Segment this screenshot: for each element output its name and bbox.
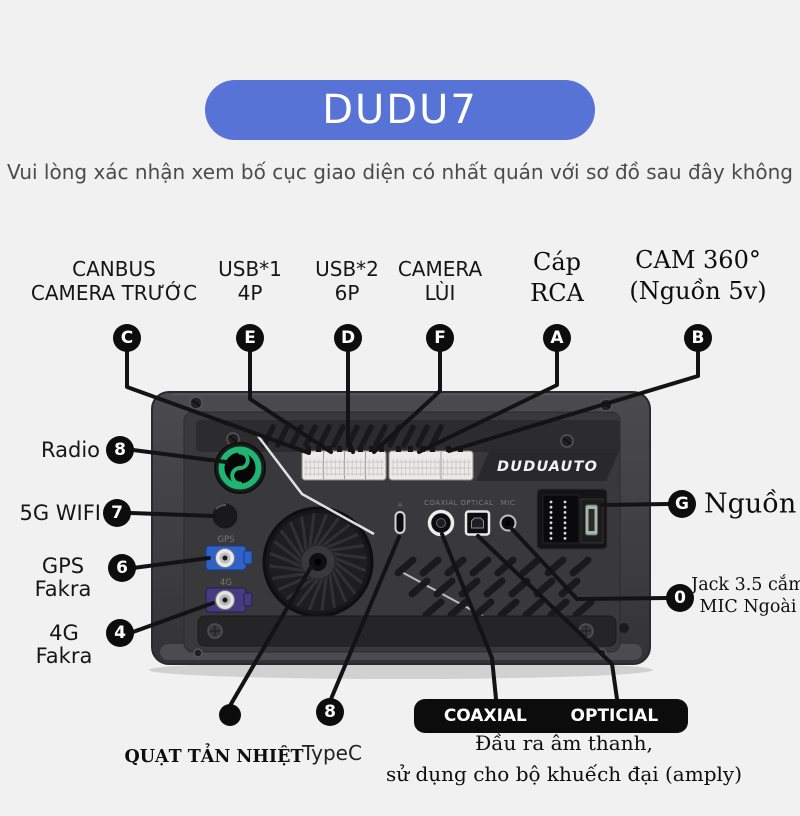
badge-e: E [236, 324, 264, 352]
badge-7: 7 [103, 499, 131, 527]
callout-label-canbus: CANBUS CAMERA TRƯỚC [30, 257, 198, 305]
callout-label-radio: Radio [40, 438, 100, 462]
brand-logo-band [476, 449, 620, 481]
callout-line-fan [229, 565, 313, 706]
bottom-bar [197, 615, 629, 647]
page-title: DUDU7 [322, 87, 478, 133]
callout-label-4g: 4G Fakra [35, 621, 93, 668]
callout-label-usb1: USB*1 4P [218, 257, 282, 305]
badge-0: 0 [666, 584, 694, 612]
gps-engraved-label: GPS [217, 535, 234, 545]
callout-label-camera-rear: CAMERA LÙI [397, 257, 483, 305]
audio-output-pill: COAXIAL OPTICIAL [414, 699, 688, 733]
typec-port [394, 503, 406, 534]
lte-engraved-label: 4G [220, 578, 232, 588]
callout-line-canbus [125, 348, 311, 455]
badge-c: C [113, 324, 141, 352]
callout-line-coaxial [440, 532, 498, 701]
callout-line-typec [329, 535, 401, 701]
optical-engraved-label: OPTICAL [460, 499, 493, 507]
callout-line-optical [476, 534, 619, 701]
callout-line-cam360 [447, 348, 700, 453]
callout-label-mic-jack: Jack 3.5 cắm MIC Ngoài [691, 575, 800, 617]
callout-line-mic [509, 526, 668, 601]
radio-antenna-connector [214, 442, 266, 494]
badge-g: G [668, 490, 696, 518]
lte-fakra-connector: 4G [205, 578, 253, 613]
mic-engraved-label: MIC [501, 499, 516, 507]
callout-label-rca: Cáp RCA [530, 248, 584, 307]
main-harness-connectors [301, 446, 474, 481]
callout-line-radio [131, 448, 228, 464]
callout-line-usb2 [346, 348, 355, 454]
badge-8-radio: 8 [106, 436, 134, 464]
callout-label-cam360: CAM 360° (Nguồn 5v) [629, 246, 767, 305]
coaxial-engraved-label: COAXIAL [424, 499, 458, 507]
coaxial-port [427, 509, 455, 537]
badge-6: 6 [108, 554, 136, 582]
callout-label-usb2: USB*2 6P [315, 257, 379, 305]
callout-label-typec: TypeC [302, 741, 362, 765]
power-connector [536, 488, 608, 550]
badge-f: F [426, 324, 454, 352]
callout-lines [125, 348, 700, 706]
badge-b: B [684, 324, 712, 352]
side-vent-slots [394, 556, 595, 619]
callout-label-power: Nguồn [704, 488, 797, 520]
audio-output-note: Đầu ra âm thanh, sử dụng cho bộ khuếch đ… [385, 731, 743, 786]
optical-port [464, 510, 491, 536]
head-unit-device: DUDUAUTO GPS [149, 391, 653, 679]
badge-4: 4 [106, 619, 134, 647]
badge-a: A [543, 324, 571, 352]
callout-line-rca [417, 348, 559, 454]
badge-8-typec: 8 [316, 698, 344, 726]
page-subtitle: Vui lòng xác nhận xem bố cục giao diện c… [7, 160, 793, 184]
fan-callout-dot [219, 704, 241, 726]
brand-logo-text: DUDUAUTO [497, 459, 598, 475]
callout-label-fan: QUẠT TẢN NHIỆT [124, 747, 304, 767]
cooling-fan [262, 506, 374, 618]
callout-line-wifi [129, 511, 216, 518]
coaxial-label: COAXIAL [443, 706, 527, 726]
callout-line-4g [131, 601, 215, 634]
gps-fakra-connector: GPS [205, 535, 253, 571]
callout-line-usb1 [248, 348, 333, 454]
callout-label-gps: GPS Fakra [34, 554, 92, 601]
callout-label-wifi: 5G WIFI [19, 501, 101, 525]
callout-line-power [600, 502, 670, 507]
title-pill: DUDU7 [205, 80, 595, 140]
callout-line-camera [372, 348, 442, 454]
optical-label: OPTICIAL [570, 706, 659, 726]
wifi-antenna-connector [210, 501, 240, 531]
callout-line-gps [131, 556, 211, 570]
badge-d: D [334, 324, 362, 352]
